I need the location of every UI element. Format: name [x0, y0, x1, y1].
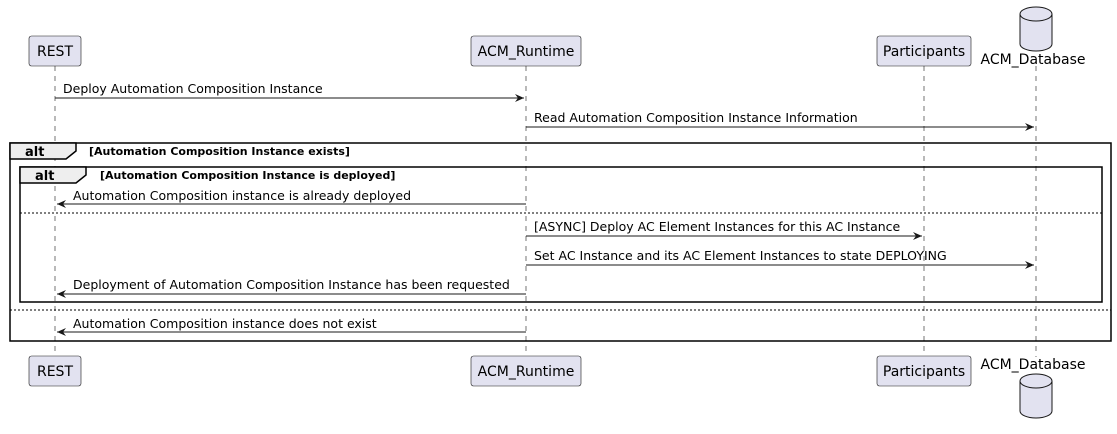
message-5: Set AC Instance and its AC Element Insta… [526, 248, 1034, 269]
participant-rest-bottom: REST [28, 355, 82, 387]
svg-text:ACM_Database: ACM_Database [981, 357, 1086, 373]
svg-text:Set AC Instance and its AC Ele: Set AC Instance and its AC Element Insta… [534, 248, 947, 263]
message-3: Automation Composition instance is alrea… [57, 188, 526, 208]
svg-text:REST: REST [37, 44, 73, 60]
svg-text:[ASYNC] Deploy AC Element Inst: [ASYNC] Deploy AC Element Instances for … [534, 219, 901, 234]
svg-text:REST: REST [37, 364, 73, 380]
participant-database-bottom: ACM_Database [981, 357, 1086, 419]
participant-participants-top: Participants [876, 35, 972, 67]
svg-text:Deploy Automation Composition: Deploy Automation Composition Instance [63, 81, 323, 96]
svg-text:Automation Composition instanc: Automation Composition instance is alrea… [73, 188, 411, 203]
message-4: [ASYNC] Deploy AC Element Instances for … [526, 219, 922, 240]
message-1: Deploy Automation Composition Instance [55, 81, 524, 102]
alt-guard-outer: [Automation Composition Instance exists] [89, 145, 350, 158]
svg-text:ACM_Database: ACM_Database [981, 52, 1086, 68]
participant-runtime-top: ACM_Runtime [470, 35, 582, 67]
alt-tab-outer [9, 142, 77, 160]
svg-text:ACM_Runtime: ACM_Runtime [478, 44, 575, 60]
participant-database-top: ACM_Database [981, 6, 1086, 68]
alt-keyword-outer: alt [25, 145, 44, 160]
svg-text:ACM_Runtime: ACM_Runtime [478, 364, 575, 380]
database-icon [1019, 373, 1053, 419]
alt-fragment-inner [19, 166, 1103, 303]
alt-keyword-inner: alt [35, 169, 54, 184]
participant-participants-bottom: Participants [876, 355, 972, 387]
alt-guard-inner: [Automation Composition Instance is depl… [100, 169, 395, 182]
alt-fragment-outer [9, 142, 1112, 342]
participant-runtime-bottom: ACM_Runtime [470, 355, 582, 387]
svg-text:Read Automation Composition In: Read Automation Composition Instance Inf… [534, 110, 858, 125]
participant-rest-top: REST [28, 35, 82, 67]
message-2: Read Automation Composition Instance Inf… [526, 110, 1034, 131]
alt-tab-inner [19, 166, 87, 184]
database-icon [1019, 6, 1053, 52]
svg-text:Automation Composition instanc: Automation Composition instance does not… [73, 316, 377, 331]
svg-text:Participants: Participants [883, 364, 965, 380]
svg-text:Participants: Participants [883, 44, 965, 60]
message-6: Deployment of Automation Composition Ins… [57, 277, 526, 298]
svg-text:Deployment of Automation Compo: Deployment of Automation Composition Ins… [73, 277, 510, 292]
message-7: Automation Composition instance does not… [57, 316, 526, 336]
